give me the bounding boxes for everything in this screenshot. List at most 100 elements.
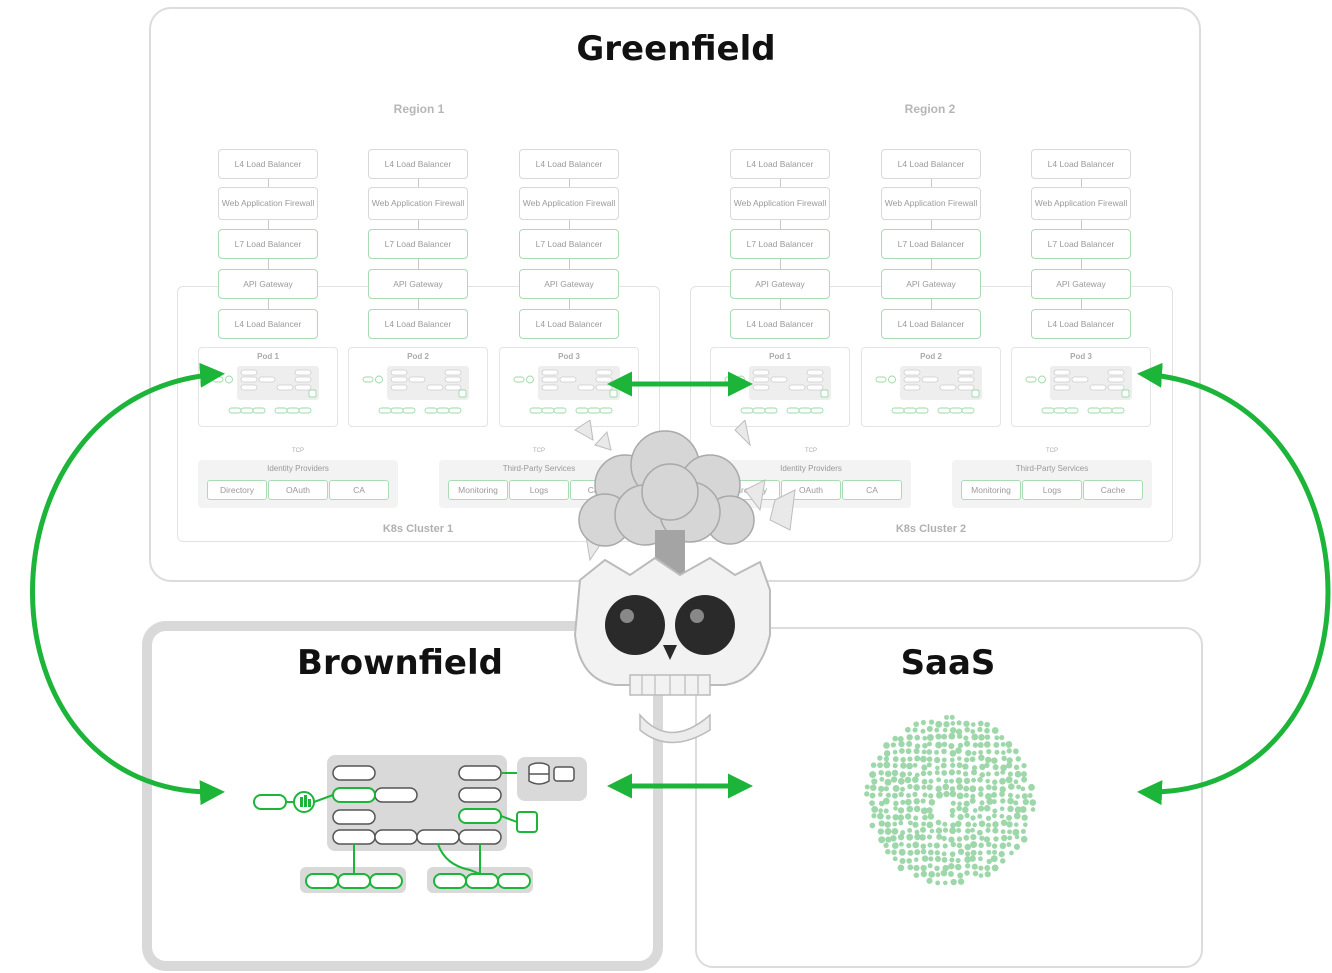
saas-dot: [1021, 814, 1028, 821]
saas-dot: [957, 801, 962, 807]
saas-dot: [885, 814, 891, 820]
saas-dot: [1013, 843, 1021, 850]
saas-dot: [963, 757, 970, 763]
saas-dot: [906, 734, 913, 741]
saas-dot: [956, 828, 962, 834]
saas-dot: [934, 850, 940, 856]
stack-connector: [268, 259, 269, 269]
saas-dot: [984, 721, 991, 728]
saas-dot: [919, 826, 927, 833]
saas-dot: [992, 821, 999, 828]
stack-connector: [569, 220, 570, 229]
saas-dot: [906, 843, 912, 849]
pod: Pod 2: [348, 347, 488, 427]
saas-dot: [928, 871, 936, 878]
saas-dot: [936, 833, 943, 840]
stack-box: API Gateway: [519, 269, 619, 299]
saas-dot: [993, 741, 1000, 748]
saas-dot: [992, 764, 999, 771]
stack-box: L4 Load Balancer: [730, 309, 830, 339]
saas-dot: [950, 762, 956, 768]
saas-dot: [999, 813, 1005, 819]
saas-dot: [962, 763, 969, 770]
saas-dot: [1000, 742, 1006, 747]
pod-label: Pod 3: [558, 352, 580, 361]
saas-dot: [883, 750, 891, 757]
saas-dot: [1014, 770, 1022, 778]
saas-dot: [893, 800, 899, 807]
saas-dot: [1000, 798, 1006, 804]
stack-connector: [780, 220, 781, 229]
stack-box: L7 Load Balancer: [881, 229, 981, 259]
stack-box: L4 Load Balancer: [218, 149, 318, 179]
saas-dot: [978, 749, 984, 755]
saas-dot: [935, 765, 940, 771]
saas-dot: [927, 863, 933, 869]
saas-dot: [969, 785, 977, 793]
saas-dot: [949, 851, 956, 858]
saas-dot: [912, 762, 918, 768]
saas-dot: [1020, 835, 1028, 843]
saas-dot: [949, 727, 957, 734]
saas-dot: [991, 785, 998, 791]
saas-dot: [978, 865, 984, 871]
saas-dot: [962, 771, 969, 777]
saas-dot: [898, 848, 906, 856]
saas-dot: [922, 735, 928, 741]
saas-dot: [949, 750, 957, 757]
saas-dot: [1006, 762, 1013, 769]
saas-dot: [897, 807, 905, 814]
saas-dot: [913, 721, 920, 728]
saas-dot: [991, 849, 998, 855]
saas-dot: [912, 821, 919, 828]
pod-mini-diagram: [875, 366, 982, 414]
saas-dot: [864, 784, 870, 790]
saas-dot: [900, 799, 906, 805]
saas-dot: [970, 729, 976, 734]
saas-dot: [963, 740, 971, 747]
chip-oauth: OAuth: [781, 480, 841, 500]
saas-dot: [907, 828, 913, 833]
saas-dot: [913, 815, 919, 821]
saas-dot: [984, 756, 992, 764]
stack-connector: [931, 259, 932, 269]
chip-ca: CA: [842, 480, 902, 500]
chip-logs: Logs: [1022, 480, 1082, 500]
saas-dot: [900, 756, 906, 763]
saas-dot: [971, 769, 978, 776]
saas-dot: [878, 770, 884, 776]
saas-dot: [957, 742, 964, 749]
saas-dot: [964, 856, 972, 863]
stack-connector: [1081, 179, 1082, 187]
saas-dot: [949, 827, 957, 835]
saas-dot: [977, 741, 984, 748]
saas-dot: [883, 808, 889, 814]
saas-dot: [979, 772, 986, 778]
saas-dot: [870, 762, 877, 769]
saas-dot: [926, 725, 933, 732]
saas-dot: [965, 828, 971, 834]
saas-dot: [1006, 821, 1013, 828]
saas-dot: [949, 786, 956, 792]
stack-box: Web Application Firewall: [881, 187, 981, 220]
saas-dot: [991, 813, 997, 819]
saas-dot: [1021, 793, 1028, 800]
saas-dot: [944, 714, 949, 720]
saas-dot: [891, 792, 898, 799]
saas-dot: [905, 798, 912, 806]
saas-dot: [991, 843, 998, 849]
saas-dot: [978, 754, 985, 761]
stack-box: L4 Load Balancer: [881, 309, 981, 339]
saas-dot: [942, 843, 948, 849]
saas-dot: [884, 778, 892, 786]
saas-dot: [1015, 794, 1021, 799]
saas-dot: [985, 778, 991, 784]
saas-dot: [906, 858, 912, 864]
stack-box: L4 Load Balancer: [730, 149, 830, 179]
stack-connector: [931, 220, 932, 229]
saas-dot: [941, 856, 948, 863]
saas-dot: [869, 792, 876, 799]
saas-dot: [899, 748, 905, 754]
saas-dot: [986, 858, 992, 865]
